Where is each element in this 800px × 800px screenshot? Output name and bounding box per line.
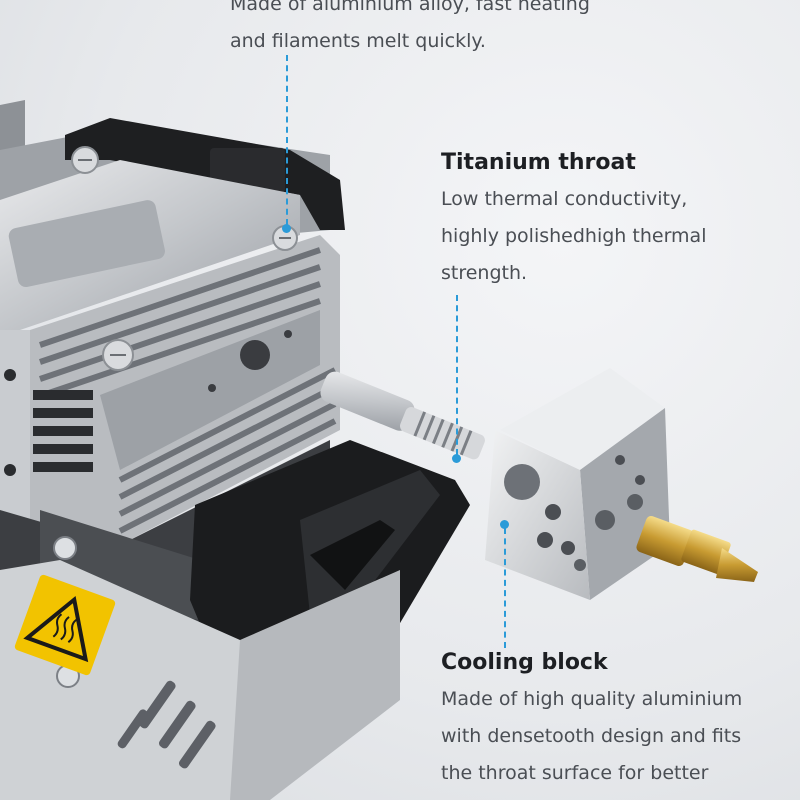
cooling-block-line-2: with densetooth design and fits: [441, 725, 742, 747]
titanium-throat-callout: Titanium throat Low thermal conductivity…: [441, 150, 706, 292]
titanium-throat-title: Titanium throat: [441, 150, 636, 175]
cooling-block-illustration: [485, 368, 670, 600]
callout-line-titanium: [456, 295, 458, 455]
cooling-block-line-3: the throat surface for better: [441, 762, 709, 784]
warning-heat-icon: [14, 574, 116, 676]
cooling-block-line-1: Made of high quality aluminium: [441, 688, 743, 710]
titanium-throat: [320, 371, 485, 460]
callout-line-top: [286, 55, 288, 225]
titanium-throat-line-2: highly polishedhigh thermal: [441, 225, 707, 247]
top-callout-line-2: and filaments melt quickly.: [230, 30, 486, 52]
callout-line-cooling: [504, 528, 506, 648]
callout-dot-titanium: [452, 454, 461, 463]
top-callout-line-1: Made of aluminium alloy, fast heating: [230, 0, 590, 15]
callout-dot-cooling: [500, 520, 509, 529]
callout-dot-top: [282, 224, 291, 233]
top-callout: Made of aluminium alloy, fast heating an…: [230, 0, 590, 60]
brass-nozzle: [636, 516, 758, 582]
cooling-block-callout: Cooling block Made of high quality alumi…: [441, 650, 742, 792]
screw-icon: [71, 146, 298, 371]
titanium-throat-line-3: strength.: [441, 262, 528, 284]
cooling-block-title: Cooling block: [441, 650, 608, 675]
titanium-throat-line-1: Low thermal conductivity,: [441, 188, 688, 210]
